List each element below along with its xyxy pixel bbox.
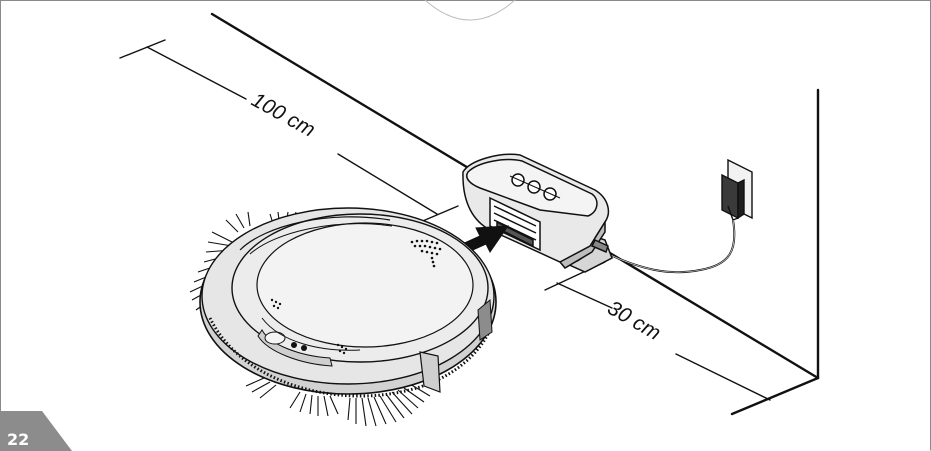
dim-extension-top	[119, 39, 166, 59]
decorative-arc	[424, 0, 516, 21]
wall-plug-icon	[721, 158, 753, 221]
dim-line-30-b	[675, 353, 771, 401]
dim-line-100-a	[146, 46, 247, 100]
dim-label-100: 100 cm	[248, 88, 319, 142]
sensor-dots	[270, 239, 442, 355]
page-number: 22	[7, 430, 29, 449]
page-number-tab: 22	[0, 411, 72, 451]
dim-line-30-a	[556, 282, 613, 309]
dim-label-30: 30 cm	[604, 296, 665, 345]
power-cable	[589, 219, 736, 274]
charging-station-icon	[462, 153, 613, 273]
dim-extension-bottom	[417, 205, 459, 224]
side-brush-bottom	[245, 377, 431, 427]
side-wall-floor-line	[730, 376, 820, 416]
power-cable-highlight	[589, 219, 735, 273]
robot-vacuum-icon	[189, 207, 497, 427]
dim-line-100-b	[337, 153, 438, 215]
